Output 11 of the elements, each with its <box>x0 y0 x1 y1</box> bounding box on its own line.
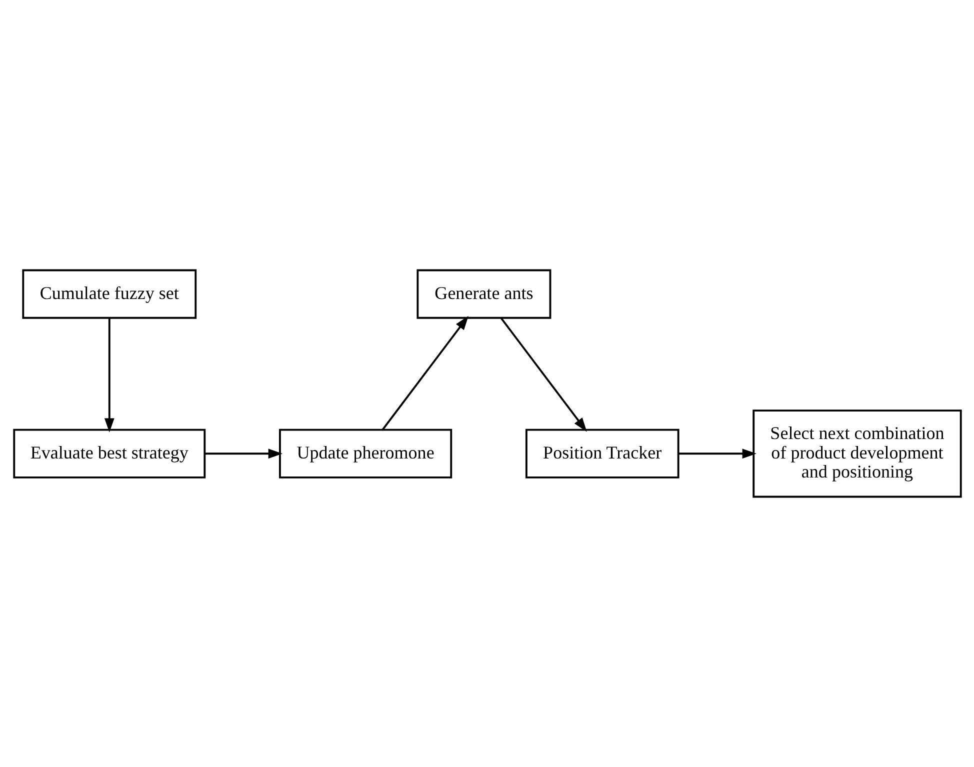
node-box: Position Tracker <box>524 428 679 478</box>
arrow <box>104 318 114 432</box>
node-box: Select next combination of product development and positioning <box>752 410 962 498</box>
node-box: Cumulate fuzzy set <box>22 269 196 319</box>
arrow <box>204 448 282 459</box>
arrow <box>382 316 468 430</box>
node-box: Generate ants <box>416 269 551 319</box>
node-box: Update pheromone <box>278 428 452 478</box>
arrow <box>500 318 586 432</box>
arrow <box>678 448 756 459</box>
node-box: Evaluate best strategy <box>12 428 206 478</box>
